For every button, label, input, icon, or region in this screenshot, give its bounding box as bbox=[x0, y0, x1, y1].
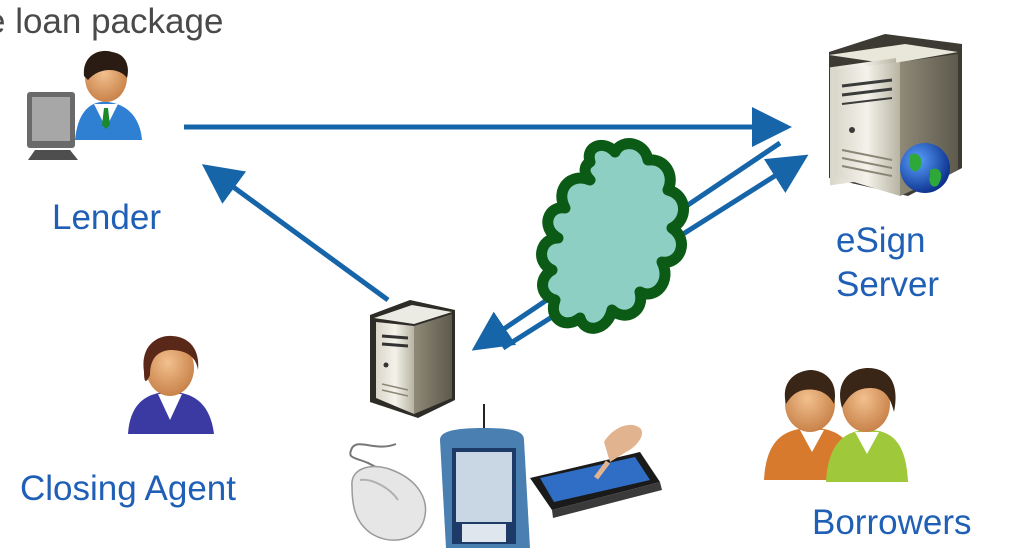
signature-pad-icon bbox=[440, 404, 530, 548]
arrows bbox=[184, 107, 809, 351]
lender-label: Lender bbox=[52, 198, 161, 237]
esign-server-label-line2: Server bbox=[836, 265, 940, 304]
closing-agent-label: Closing Agent bbox=[20, 469, 236, 508]
local-server-icon bbox=[370, 300, 455, 418]
borrowers-icon bbox=[764, 368, 908, 482]
esign-server-icon bbox=[829, 34, 962, 196]
arrow-local-server-to-lender bbox=[201, 164, 390, 303]
page-title: e loan package bbox=[0, 2, 224, 41]
closing-agent-icon bbox=[128, 335, 214, 434]
esign-server-label-line1: eSign bbox=[836, 221, 926, 260]
mouse-icon bbox=[349, 443, 427, 541]
borrowers-label: Borrowers bbox=[812, 503, 972, 542]
cloud-icon bbox=[536, 138, 689, 334]
tablet-icon bbox=[530, 424, 662, 518]
lender-icon bbox=[27, 50, 142, 160]
globe-icon bbox=[900, 143, 950, 193]
